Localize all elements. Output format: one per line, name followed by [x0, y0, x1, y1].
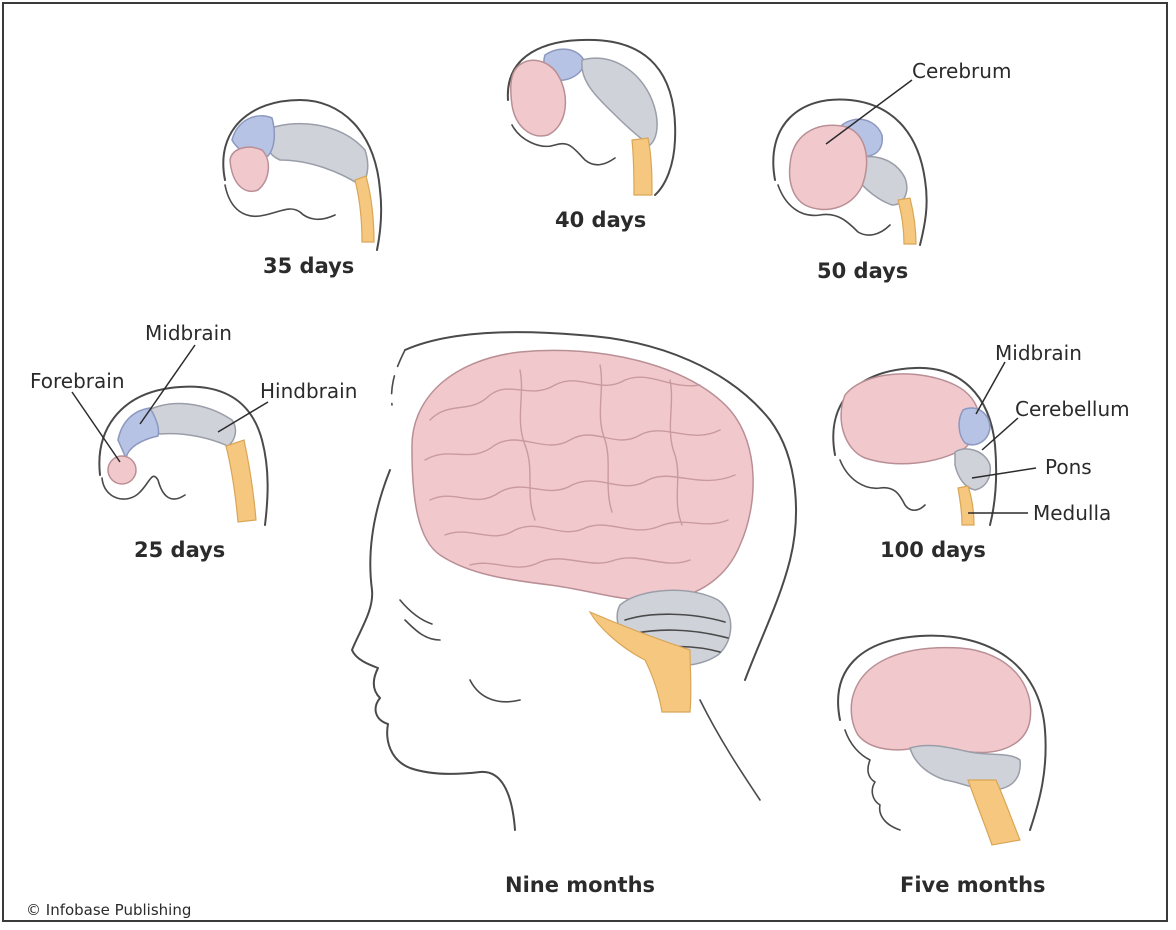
leader-forebrain [72, 392, 120, 462]
label-hindbrain: Hindbrain [260, 379, 357, 403]
embryo-25-days [99, 387, 267, 525]
label-35-days: 35 days [263, 254, 354, 278]
embryo-50-days [773, 99, 926, 245]
label-pons: Pons [1045, 455, 1092, 479]
label-medulla: Medulla [1033, 501, 1111, 525]
label-50-days: 50 days [817, 259, 908, 283]
label-nine-months: Nine months [505, 873, 655, 897]
embryo-35-days [223, 100, 381, 250]
label-cerebellum: Cerebellum [1015, 397, 1130, 421]
label-five-months: Five months [900, 873, 1046, 897]
label-100-days: 100 days [880, 538, 986, 562]
fetus-head-five-months [838, 636, 1046, 845]
leader-midbrain-100 [976, 362, 1005, 414]
label-forebrain: Forebrain [30, 369, 125, 393]
label-40-days: 40 days [555, 208, 646, 232]
embryo-40-days [508, 40, 675, 195]
copyright-credit: © Infobase Publishing [26, 901, 191, 919]
label-25-days: 25 days [134, 538, 225, 562]
label-midbrain-100: Midbrain [995, 341, 1082, 365]
infant-head-nine-months [352, 332, 796, 830]
embryo-100-days [833, 368, 996, 525]
label-cerebrum: Cerebrum [912, 59, 1011, 83]
label-midbrain-25: Midbrain [145, 321, 232, 345]
